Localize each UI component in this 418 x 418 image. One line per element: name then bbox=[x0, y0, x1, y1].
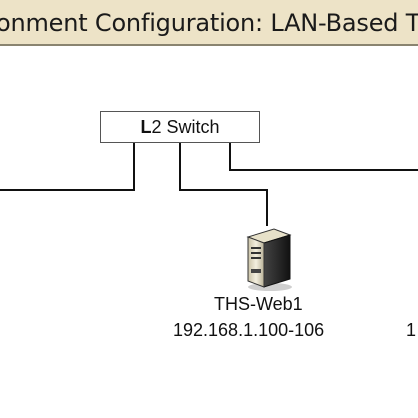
diagram-title-bar: onment Configuration: LAN-Based T bbox=[0, 0, 418, 46]
l2-switch-node: L2 Switch bbox=[100, 111, 260, 143]
switch-prefix: L bbox=[140, 117, 152, 137]
cropped-host-label: 1 bbox=[406, 320, 417, 340]
server-tower-icon bbox=[246, 228, 292, 291]
link-right bbox=[229, 143, 418, 171]
link-left bbox=[0, 143, 135, 191]
host-name-label: THS-Web1 bbox=[214, 294, 303, 314]
link-web1 bbox=[179, 143, 268, 226]
switch-label: 2 Switch bbox=[151, 117, 220, 137]
diagram-title: onment Configuration: LAN-Based T bbox=[0, 9, 418, 37]
host-ip-label: 192.168.1.100-106 bbox=[173, 320, 325, 340]
